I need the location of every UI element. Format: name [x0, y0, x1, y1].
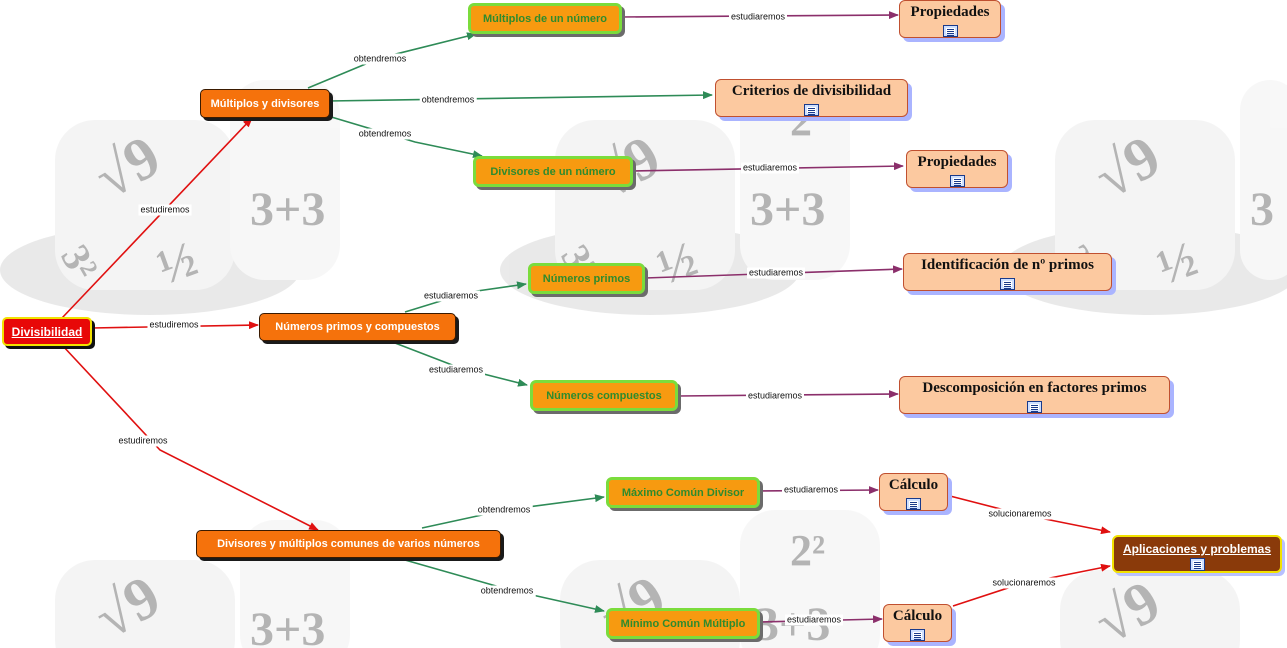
node-label: Identificación de nº primos — [921, 257, 1094, 273]
document-icon[interactable] — [906, 498, 921, 510]
node-identificacion-primos[interactable]: Identificación de nº primos — [903, 253, 1112, 291]
svg-text:3+3: 3+3 — [250, 603, 325, 648]
link-label: estudiaremos — [784, 614, 844, 626]
node-label: Divisores de un número — [490, 165, 616, 178]
node-label: Criterios de divisibilidad — [731, 83, 892, 99]
link-label: solucionaremos — [986, 508, 1054, 520]
document-icon[interactable] — [942, 25, 958, 37]
node-divisores-multiplos-comunes[interactable]: Divisores y múltiplos comunes de varios … — [196, 530, 501, 558]
link-label: estudiaremos — [740, 162, 800, 174]
svg-text:3+3: 3+3 — [750, 183, 825, 236]
node-label: Divisores y múltiplos comunes de varios … — [217, 538, 480, 550]
link-label: solucionaremos — [990, 577, 1058, 589]
link-root-comunes — [61, 344, 319, 531]
node-divisibilidad[interactable]: Divisibilidad — [2, 317, 92, 346]
dice-group-6: √9 — [1060, 568, 1240, 648]
link-label: obtendremos — [356, 128, 414, 140]
link-root-multiplos — [61, 117, 253, 319]
node-label: Números primos y compuestos — [275, 321, 440, 333]
link-label: obtendremos — [419, 94, 477, 106]
link-label: estudiremos — [147, 319, 201, 331]
node-label: Máximo Común Divisor — [621, 486, 745, 499]
node-criterios-divisibilidad[interactable]: Criterios de divisibilidad — [715, 79, 908, 117]
node-label: Números compuestos — [546, 389, 662, 402]
node-aplicaciones-problemas[interactable]: Aplicaciones y problemas — [1112, 535, 1282, 573]
dice-group-1: √9 3+3 ½ 3² — [0, 80, 340, 315]
link-label: estudiremos — [116, 435, 170, 447]
node-label: Cálculo — [892, 608, 943, 624]
node-label: Múltiplos y divisores — [210, 97, 320, 110]
link-label: estudiaremos — [745, 390, 805, 402]
link-label: estudiaremos — [746, 267, 806, 279]
svg-text:2²: 2² — [790, 526, 825, 575]
node-calculo-2[interactable]: Cálculo — [883, 604, 952, 642]
node-maximo-comun-divisor[interactable]: Máximo Común Divisor — [606, 477, 760, 508]
link-label: estudiremos — [138, 204, 192, 216]
node-label: Aplicaciones y problemas — [1122, 542, 1272, 556]
link-multiplos-divisoresnum — [327, 115, 483, 159]
svg-text:3: 3 — [1250, 183, 1274, 236]
node-label: Mínimo Común Múltiplo — [620, 617, 746, 630]
document-icon[interactable] — [1189, 558, 1205, 571]
dice-group-3: √9 ½ 3² 3 — [1000, 80, 1287, 315]
node-label: Propiedades — [917, 154, 997, 170]
node-propiedades-1[interactable]: Propiedades — [899, 0, 1001, 38]
link-label: estudiaremos — [421, 290, 481, 302]
node-numeros-primos[interactable]: Números primos — [528, 263, 645, 294]
node-multiplos-y-divisores[interactable]: Múltiplos y divisores — [200, 89, 330, 118]
document-icon[interactable] — [1000, 278, 1015, 290]
document-icon[interactable] — [1027, 401, 1042, 413]
svg-text:3+3: 3+3 — [250, 183, 325, 236]
link-label: obtendremos — [475, 504, 533, 516]
link-label: estudiaremos — [728, 11, 788, 23]
node-label: Propiedades — [910, 4, 990, 20]
link-label: obtendremos — [478, 585, 536, 597]
node-multiplos-de-un-numero[interactable]: Múltiplos de un número — [468, 3, 622, 34]
node-label: Descomposición en factores primos — [922, 380, 1147, 396]
node-label: Divisibilidad — [11, 324, 83, 339]
node-numeros-compuestos[interactable]: Números compuestos — [530, 380, 678, 411]
node-descomposicion-factores[interactable]: Descomposición en factores primos — [899, 376, 1170, 414]
document-icon[interactable] — [910, 629, 925, 641]
node-calculo-1[interactable]: Cálculo — [879, 473, 948, 511]
link-label: estudiaremos — [781, 484, 841, 496]
node-divisores-de-un-numero[interactable]: Divisores de un número — [473, 156, 633, 187]
document-icon[interactable] — [949, 175, 965, 187]
link-label: estudiaremos — [426, 364, 486, 376]
node-label: Números primos — [542, 272, 631, 285]
link-multiplos-criterios — [327, 91, 713, 102]
node-label: Cálculo — [888, 477, 939, 493]
document-icon[interactable] — [804, 104, 819, 116]
node-primos-y-compuestos[interactable]: Números primos y compuestos — [259, 313, 456, 341]
link-label: obtendremos — [351, 53, 409, 65]
node-label: Múltiplos de un número — [482, 12, 608, 25]
node-minimo-comun-multiplo[interactable]: Mínimo Común Múltiplo — [606, 608, 760, 639]
node-propiedades-2[interactable]: Propiedades — [906, 150, 1008, 188]
